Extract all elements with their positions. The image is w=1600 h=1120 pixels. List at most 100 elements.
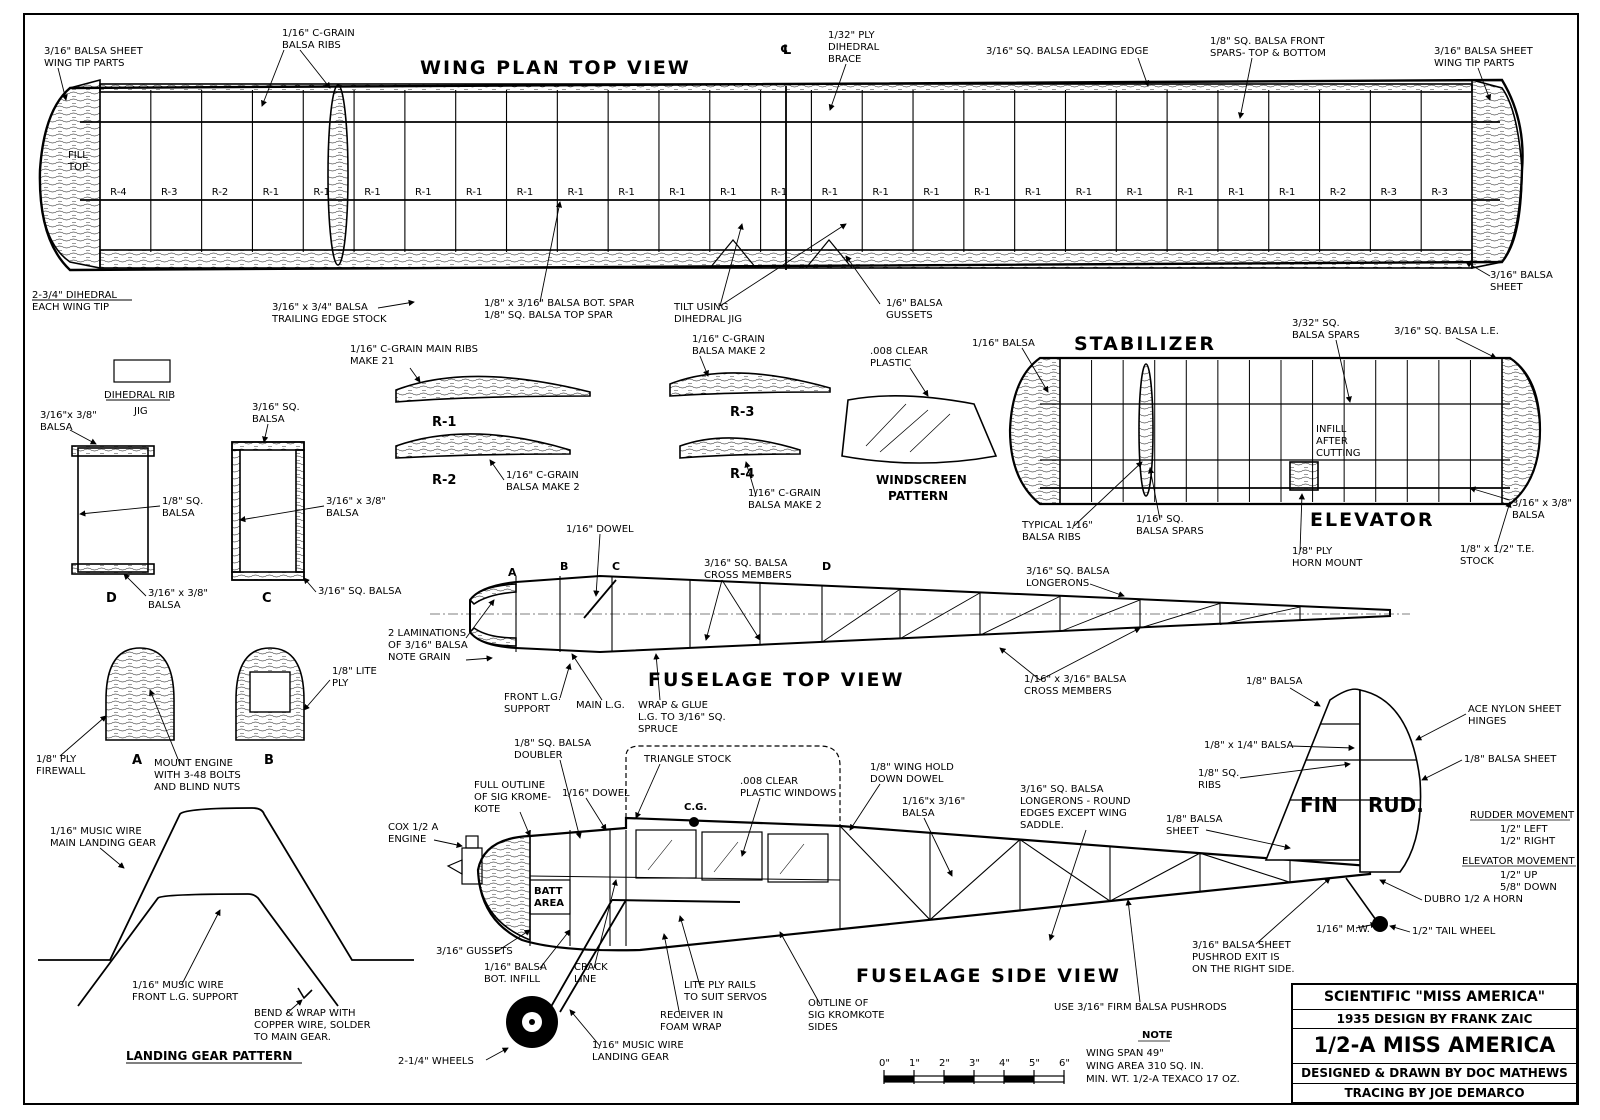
title-block-line-4: DESIGNED & DRAWN BY DOC MATHEWS <box>1293 1064 1576 1085</box>
scale-segment <box>884 1076 914 1082</box>
former-b-letter: B <box>264 753 274 768</box>
wing-rib-mark: R-1 <box>1279 187 1296 198</box>
elevator-title: ELEVATOR <box>1310 509 1434 531</box>
fuselage-top-diagonal <box>899 592 981 640</box>
former-c-top-label: 3/16" SQ.BALSA <box>252 402 300 425</box>
rib-r3-label: R-3 <box>730 405 754 420</box>
note-block: NOTE WING SPAN 49" WING AREA 310 SQ. IN.… <box>1086 1030 1240 1085</box>
fuselage-side-diagonal <box>1109 852 1201 902</box>
wing-rib-mark: R-1 <box>313 187 330 198</box>
side-label-18x14: 1/8" x 1/4" BALSA <box>1204 740 1294 751</box>
side-label-gussets: 3/16" GUSSETS <box>436 946 513 957</box>
wing-rib-mark: R-1 <box>1126 187 1143 198</box>
side-label-ribs18: 1/8" SQ.RIBS <box>1198 768 1239 791</box>
wing-rib-mark: R-1 <box>1076 187 1093 198</box>
wing-rib-mark: R-1 <box>923 187 940 198</box>
wing-rib-mark: R-4 <box>110 187 127 198</box>
former-c-mid-label: 3/16" x 3/8"BALSA <box>326 496 386 519</box>
wing-rib-mark: R-3 <box>161 187 178 198</box>
fuselage-side-diagonal <box>1199 852 1291 883</box>
fuselage-side-frames <box>529 825 1291 946</box>
wing-rib-mark: R-1 <box>1025 187 1042 198</box>
wing-rib-mark: R-1 <box>720 187 737 198</box>
former-c-bottom <box>231 571 305 581</box>
scale-tick-label: 3" <box>969 1058 980 1069</box>
side-label-dowel: 1/16" DOWEL <box>562 788 630 799</box>
scale-tick-label: 0" <box>879 1058 890 1069</box>
side-label-balsa18: 1/8" BALSA <box>1246 676 1303 687</box>
title-block-line-2: 1935 DESIGN BY FRANK ZAIC <box>1293 1010 1576 1030</box>
wing-rib-mark: R-3 <box>1381 187 1398 198</box>
wing-rib-mark: R-1 <box>415 187 432 198</box>
drawing-border <box>23 13 1579 1105</box>
stab-label-spars332: 3/32" SQ.BALSA SPARS <box>1292 318 1360 341</box>
scale-tick-label: 5" <box>1029 1058 1040 1069</box>
scale-tick-label: 6" <box>1059 1058 1070 1069</box>
side-label-16x316: 1/16"x 3/16"BALSA <box>902 796 965 819</box>
side-label-triangle: TRIANGLE STOCK <box>643 754 731 765</box>
fuse-top-label-main-lg: MAIN L.G. <box>576 700 625 711</box>
scale-segment <box>944 1076 974 1082</box>
window-3 <box>767 833 829 883</box>
wing-rib-mark: R-1 <box>466 187 483 198</box>
title-block: SCIENTIFIC "MISS AMERICA" 1935 DESIGN BY… <box>1291 983 1578 1104</box>
fuselage-side-diagonal <box>929 839 1021 921</box>
cabin-outline <box>625 745 841 826</box>
control-movement: RUDDER MOVEMENT 1/2" LEFT 1/2" RIGHT ELE… <box>1462 810 1576 893</box>
rudder-label: RUD. <box>1368 793 1424 817</box>
former-d-letter: D <box>106 591 117 606</box>
wing-rib-mark: R-3 <box>1431 187 1448 198</box>
side-label-pushrods: USE 3/16" FIRM BALSA PUSHRODS <box>1054 1002 1227 1013</box>
cg-label: C.G. <box>684 802 707 813</box>
wing-rib-mark: R-1 <box>364 187 381 198</box>
note-wing-area: WING AREA 310 SQ. IN. <box>1086 1061 1204 1072</box>
scale-bar: 0"1"2"3"4"5"6" <box>879 1058 1070 1084</box>
stab-label-le: 3/16" SQ. BALSA L.E. <box>1394 326 1499 337</box>
rib-r1 <box>395 375 591 403</box>
rudder-movement-right: 1/2" RIGHT <box>1500 836 1556 847</box>
dihedral-rib-jig <box>113 359 171 383</box>
fuselage-side-title: FUSELAGE SIDE VIEW <box>856 965 1121 987</box>
fuse-top-label-front-lg: FRONT L.G.SUPPORT <box>504 692 561 715</box>
wing-rib-mark: R-1 <box>263 187 280 198</box>
window-2 <box>701 831 763 881</box>
former-d-bot-label: 3/16" x 3/8"BALSA <box>148 588 208 611</box>
scale-segment <box>1004 1076 1034 1082</box>
former-d-top-label: 3/16"x 3/8"BALSA <box>40 410 97 433</box>
scale-ticks: 0"1"2"3"4"5"6" <box>879 1058 1070 1084</box>
scale-tick-label: 1" <box>909 1058 920 1069</box>
fuselage-top-title: FUSELAGE TOP VIEW <box>648 669 904 691</box>
